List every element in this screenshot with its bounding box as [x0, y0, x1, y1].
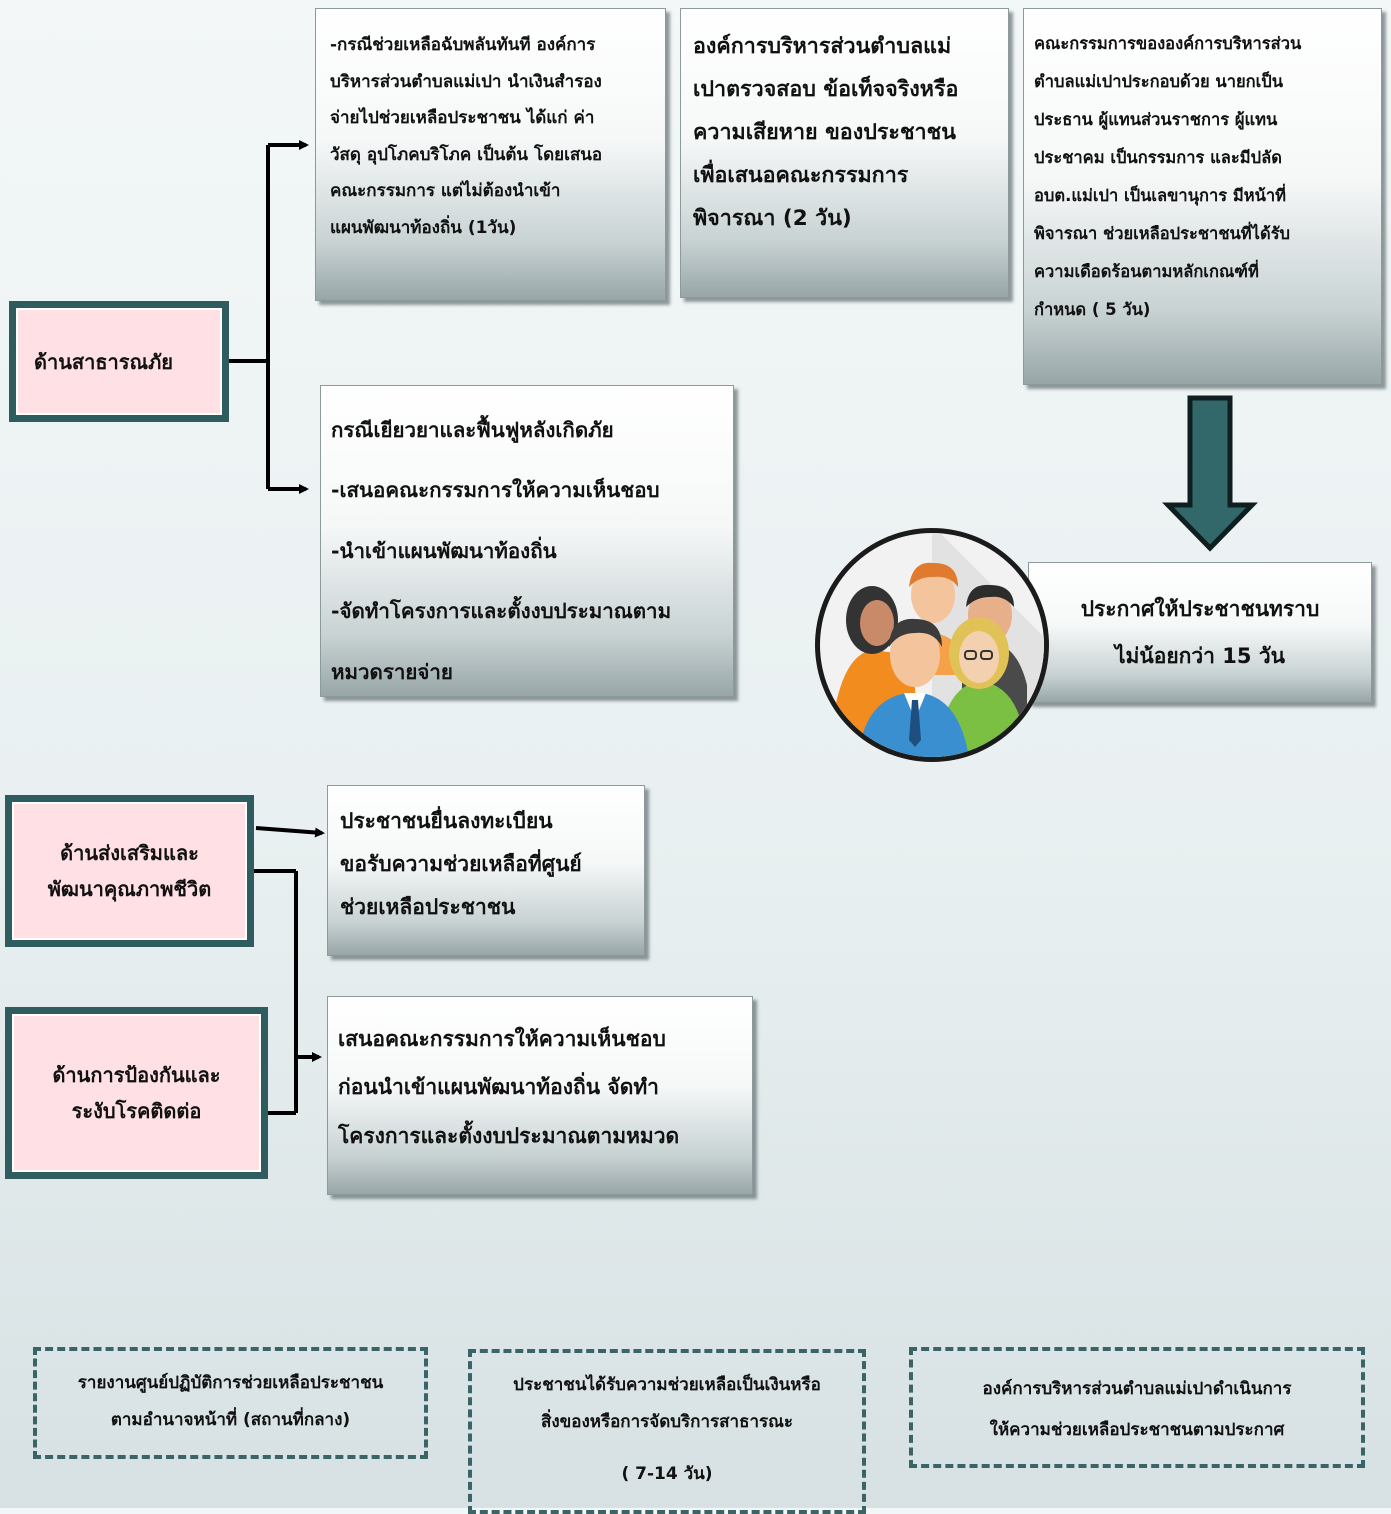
category-disaster: ด้านสาธารณภัย: [9, 301, 229, 422]
box-text: คณะกรรมการขององค์การบริหารส่วน ตำบลแม่เป…: [1034, 34, 1302, 319]
quality-connector: [255, 826, 325, 838]
box-text: องค์การบริหารส่วนตำบลแม่เปาดำเนินการ ให้…: [982, 1379, 1292, 1440]
box-text: ประกาศให้ประชาชนทราบ ไม่น้อยกว่า 15 วัน: [1080, 597, 1320, 668]
category-quality-of-life: ด้านส่งเสริมและ พัฒนาคุณภาพชีวิต: [5, 795, 254, 947]
box-recovery: กรณีเยียวยาและฟื้นฟูหลังเกิดภัย -เสนอคณะ…: [320, 385, 734, 697]
box-text: ประชาชนได้รับความช่วยเหลือเป็นเงินหรือ ส…: [513, 1375, 821, 1433]
box-text: ประชาชนยื่นลงทะเบียน ขอรับความช่วยเหลือท…: [340, 809, 582, 920]
box-register: ประชาชนยื่นลงทะเบียน ขอรับความช่วยเหลือท…: [327, 785, 645, 956]
box-text: รายงานศูนย์ปฏิบัติการช่วยเหลือประชาชน ตา…: [77, 1373, 384, 1431]
box-text: เสนอคณะกรรมการให้ความเห็นชอบ ก่อนนำเข้าแ…: [338, 1027, 680, 1148]
box-text-days: ( 7-14 วัน): [621, 1463, 713, 1484]
dashed-box-report: รายงานศูนย์ปฏิบัติการช่วยเหลือประชาชน ตา…: [33, 1347, 428, 1459]
category-label: ด้านสาธารณภัย: [16, 308, 222, 415]
box-emergency: -กรณีช่วยเหลือฉับพลันทันที องค์การ บริหา…: [315, 8, 666, 301]
disaster-connector: [229, 140, 309, 494]
box-text: กรณีเยียวยาและฟื้นฟูหลังเกิดภัย -เสนอคณะ…: [331, 418, 672, 684]
category-label: ด้านส่งเสริมและ พัฒนาคุณภาพชีวิต: [12, 802, 247, 940]
disease-connector: [253, 869, 322, 1115]
box-text: องค์การบริหารส่วนตำบลแม่ เปาตรวจสอบ ข้อเ…: [693, 34, 959, 231]
box-announce: ประกาศให้ประชาชนทราบ ไม่น้อยกว่า 15 วัน: [1028, 562, 1372, 703]
dashed-box-receive: ประชาชนได้รับความช่วยเหลือเป็นเงินหรือ ส…: [468, 1349, 866, 1514]
people-group-icon: [815, 528, 1049, 762]
down-arrow-icon: [1162, 395, 1258, 552]
box-committee: คณะกรรมการขององค์การบริหารส่วน ตำบลแม่เป…: [1023, 8, 1382, 385]
category-disease: ด้านการป้องกันและ ระงับโรคติดต่อ: [5, 1007, 268, 1179]
box-inspect: องค์การบริหารส่วนตำบลแม่ เปาตรวจสอบ ข้อเ…: [680, 8, 1009, 298]
category-label: ด้านการป้องกันและ ระงับโรคติดต่อ: [12, 1014, 261, 1172]
dashed-box-implement: องค์การบริหารส่วนตำบลแม่เปาดำเนินการ ให้…: [909, 1347, 1365, 1468]
box-propose: เสนอคณะกรรมการให้ความเห็นชอบ ก่อนนำเข้าแ…: [327, 996, 753, 1195]
box-text: -กรณีช่วยเหลือฉับพลันทันที องค์การ บริหา…: [330, 35, 603, 238]
